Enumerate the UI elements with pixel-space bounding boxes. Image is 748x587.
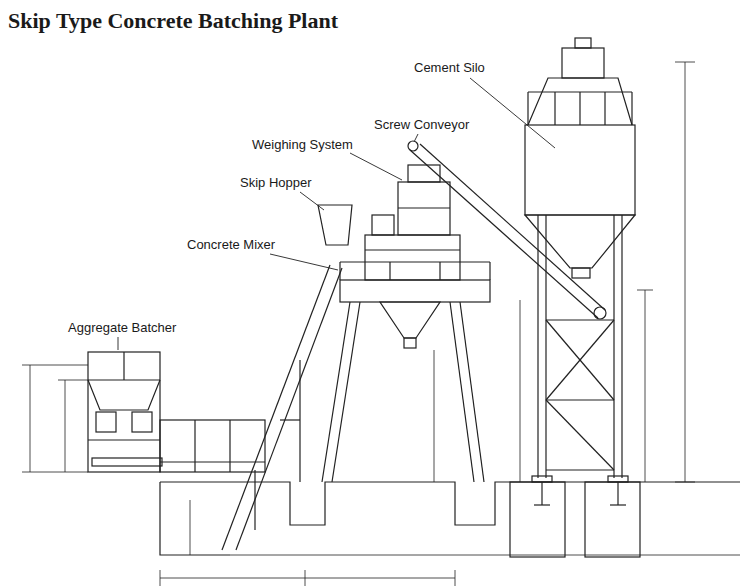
part-label: Aggregate Batcher (66, 320, 178, 335)
skip-rails (222, 265, 342, 550)
part-label: Weighing System (250, 137, 355, 152)
mixer-station (322, 235, 490, 482)
leader-lines (118, 78, 555, 350)
part-label: Skip Hopper (238, 175, 314, 190)
screw-conveyor (408, 141, 606, 319)
aggregate-batcher (88, 352, 265, 472)
dimension-lines (22, 62, 695, 586)
cement-silo (525, 38, 635, 505)
diagram-title: Skip Type Concrete Batching Plant (8, 8, 338, 34)
part-label: Cement Silo (412, 60, 487, 75)
part-label: Screw Conveyor (372, 117, 471, 132)
part-label: Concrete Mixer (185, 237, 277, 252)
skip-hopper (318, 205, 352, 245)
